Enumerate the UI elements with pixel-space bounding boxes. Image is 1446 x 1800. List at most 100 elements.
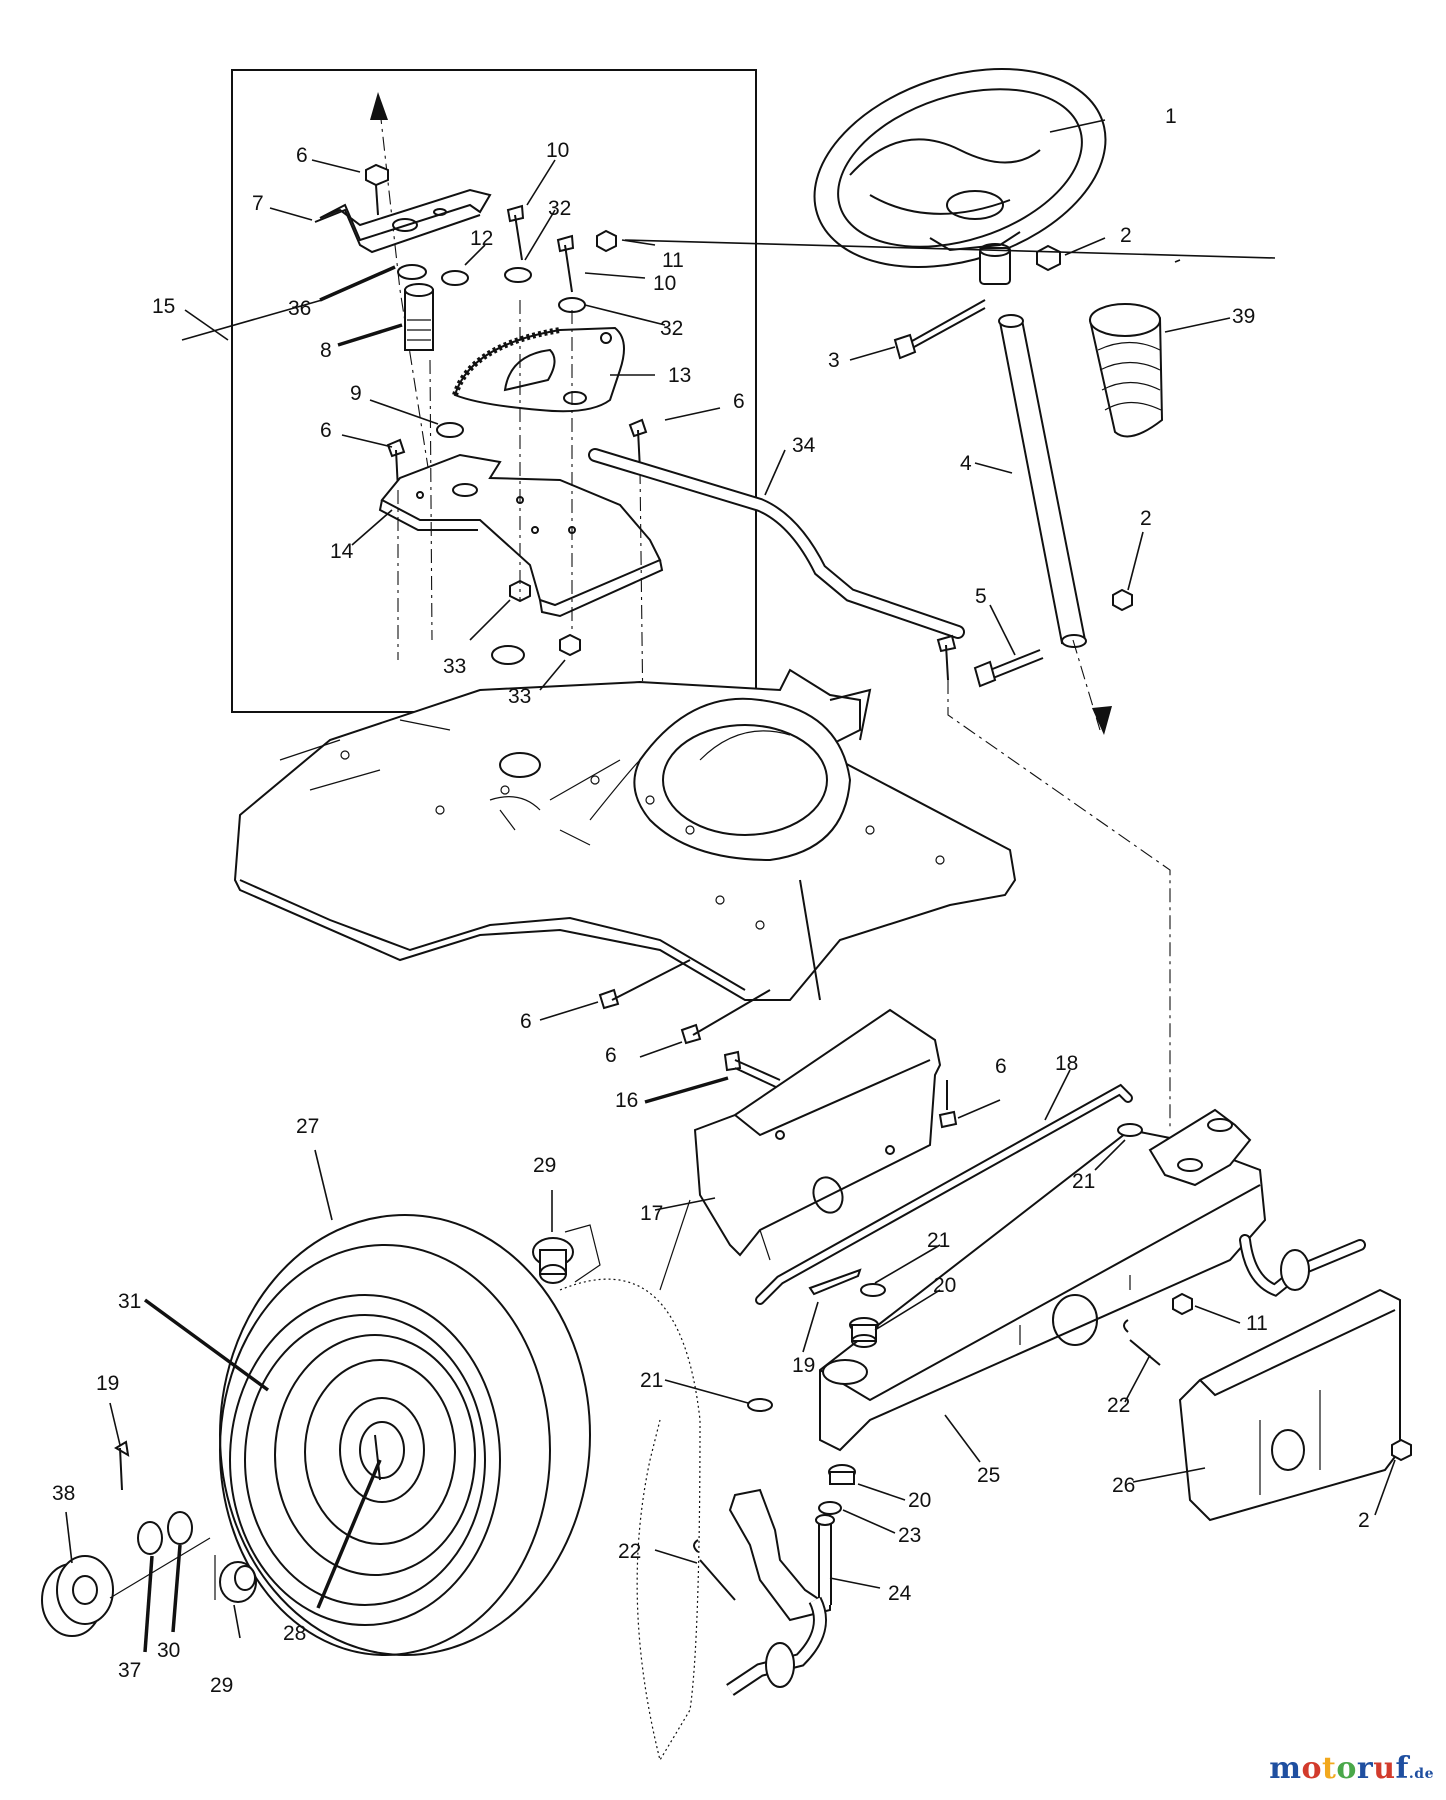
bushing-20-upper — [849, 1317, 879, 1348]
cotter-pin-19-left — [114, 1440, 130, 1491]
label-7: 7 — [252, 192, 264, 215]
arrow-down — [1092, 706, 1112, 735]
washer-21-lower — [747, 1398, 773, 1412]
label-2-lower: 2 — [1358, 1509, 1370, 1532]
label-26: 26 — [1112, 1474, 1135, 1497]
washer-30 — [167, 1511, 193, 1545]
steering-boot — [1088, 303, 1164, 438]
nut-2-upper — [1036, 244, 1061, 272]
label-37: 37 — [118, 1659, 141, 1682]
hub-axis-line — [109, 1537, 216, 1600]
right-spindle — [1239, 1234, 1366, 1297]
watermark-text: motoruf — [1269, 1751, 1409, 1786]
arrow-up — [370, 92, 388, 120]
axle-bracket-17 — [693, 1008, 942, 1257]
label-6-inset-right: 6 — [733, 390, 745, 413]
label-16: 16 — [615, 1089, 638, 1112]
label-21-upper-right: 21 — [1072, 1170, 1095, 1193]
steering-shaft — [998, 314, 1087, 648]
label-24: 24 — [888, 1582, 912, 1605]
nut-2-middle — [1112, 588, 1133, 612]
label-15: 15 — [152, 295, 175, 318]
label-5: 5 — [975, 585, 987, 608]
label-23: 23 — [898, 1524, 921, 1547]
label-31: 31 — [118, 1290, 141, 1313]
label-32-right: 32 — [660, 317, 683, 340]
label-22-left: 22 — [618, 1540, 641, 1563]
bolt-3 — [893, 299, 986, 360]
drag-link-axis-line — [947, 680, 1171, 1130]
label-38: 38 — [52, 1482, 75, 1505]
label-4: 4 — [960, 452, 972, 475]
label-34: 34 — [792, 434, 816, 457]
spindle-24 — [726, 1488, 835, 1696]
bolt-6-bracket — [938, 1080, 958, 1129]
cotter-pin-19-center — [808, 1268, 862, 1296]
label-6-top: 6 — [296, 144, 308, 167]
label-25: 25 — [977, 1464, 1000, 1487]
bolt-5 — [973, 649, 1044, 688]
label-27: 27 — [296, 1115, 319, 1138]
label-28: 28 — [283, 1622, 306, 1645]
drag-link-34 — [588, 448, 965, 639]
label-18: 18 — [1055, 1052, 1078, 1075]
support-plate-14 — [378, 453, 664, 618]
leader-lines — [65, 119, 1396, 1639]
washer-33-ring — [491, 645, 525, 665]
fender-outline — [559, 1278, 701, 1762]
bushing-38 — [41, 1555, 114, 1637]
tie-rod-18 — [755, 1083, 1133, 1305]
label-6-bracket: 6 — [995, 1055, 1007, 1078]
label-2-upper: 2 — [1120, 224, 1132, 247]
label-2-middle: 2 — [1140, 507, 1152, 530]
washer-32-right — [558, 297, 586, 313]
label-36: 36 — [288, 297, 311, 320]
washer-9 — [436, 422, 464, 438]
washer-21-upper-right — [1117, 1123, 1143, 1137]
label-11-top: 11 — [662, 249, 684, 272]
label-17: 17 — [640, 1202, 663, 1225]
washer-23 — [818, 1501, 842, 1515]
bold-leader-lines — [143, 265, 729, 1653]
cotter-pin-22-right — [1123, 1319, 1161, 1366]
nut-11-axle — [1172, 1292, 1193, 1316]
part-labels: 1 2 3 39 4 2 5 6 7 10 32 12 11 10 32 13 … — [52, 105, 1370, 1697]
label-13: 13 — [668, 364, 691, 387]
washer-36 — [397, 264, 427, 280]
label-9: 9 — [350, 382, 362, 405]
label-29-upper: 29 — [533, 1154, 556, 1177]
bushing-20-lower — [828, 1464, 856, 1485]
washer-21-center — [860, 1283, 886, 1297]
label-10-left: 10 — [546, 139, 569, 162]
bolt-10-left — [506, 204, 525, 261]
bracket-7 — [314, 188, 492, 254]
label-39: 39 — [1232, 305, 1255, 328]
frame-holes — [340, 750, 945, 930]
wheel-27 — [219, 1214, 591, 1656]
washer-12 — [441, 270, 469, 286]
label-11-axle: 11 — [1246, 1312, 1268, 1335]
spindle-cover-26 — [1178, 1288, 1401, 1522]
label-6-frame-lower: 6 — [605, 1044, 617, 1067]
label-33-left: 33 — [443, 655, 466, 678]
steering-wheel — [813, 67, 1107, 285]
shaft-axis-line — [1072, 639, 1101, 731]
washer-32-left — [504, 267, 532, 283]
label-32-left: 32 — [548, 197, 571, 220]
bushing-29-upper — [532, 1224, 601, 1284]
label-30: 30 — [157, 1639, 180, 1662]
front-axle-25 — [819, 1128, 1267, 1452]
label-1: 1 — [1165, 105, 1177, 128]
label-6-inset-left: 6 — [320, 419, 332, 442]
label-22-right: 22 — [1107, 1394, 1130, 1417]
label-33-right: 33 — [508, 685, 531, 708]
washer-37 — [137, 1521, 163, 1555]
label-29-lower: 29 — [210, 1674, 233, 1697]
axle-pivot-bracket — [1148, 1108, 1252, 1187]
label-12: 12 — [470, 227, 493, 250]
cotter-pin-22-left — [693, 1539, 736, 1601]
label-6-frame-upper: 6 — [520, 1010, 532, 1033]
label-8: 8 — [320, 339, 332, 362]
watermark-suffix: .de — [1408, 1766, 1434, 1782]
